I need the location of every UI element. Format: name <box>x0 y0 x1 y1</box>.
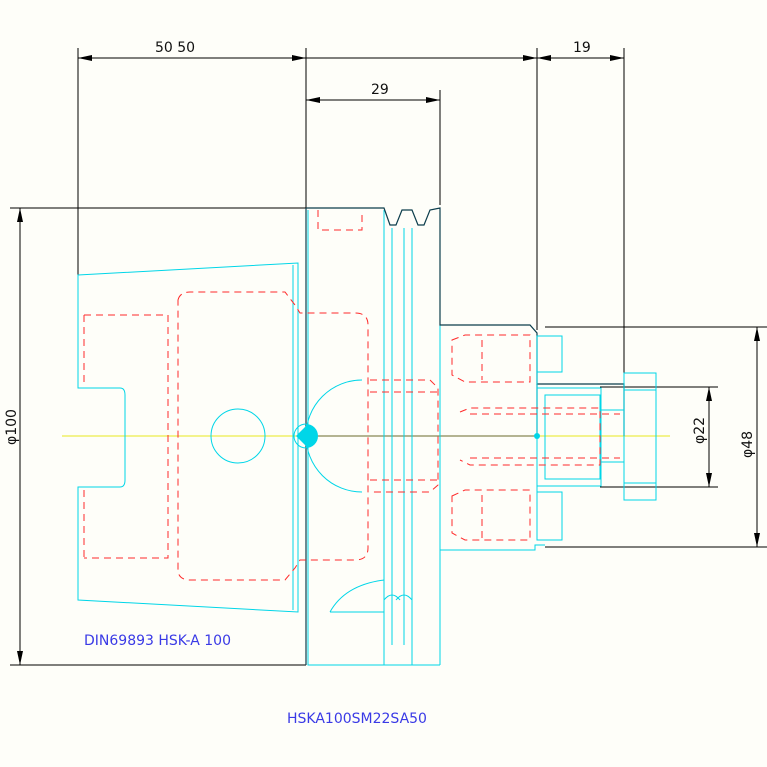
dimension-lines <box>10 48 767 666</box>
part-number-label: HSKA100SM22SA50 <box>287 711 427 727</box>
dim-text-50-50: 50 50 <box>155 40 195 56</box>
dim-text-phi22: φ22 <box>692 417 708 444</box>
hsk-taper-outline <box>77 262 299 613</box>
flange-outline <box>305 208 441 666</box>
dim-text-phi100: φ100 <box>4 409 20 445</box>
body-profile <box>306 207 625 436</box>
dim-text-19: 19 <box>573 40 591 56</box>
standard-label: DIN69893 HSK-A 100 <box>84 633 231 649</box>
dim-text-phi48: φ48 <box>740 431 756 458</box>
dim-text-29: 29 <box>371 82 389 98</box>
hidden-lines <box>83 210 620 581</box>
clamping-parts-outline <box>440 335 657 551</box>
center-markers <box>293 423 540 449</box>
